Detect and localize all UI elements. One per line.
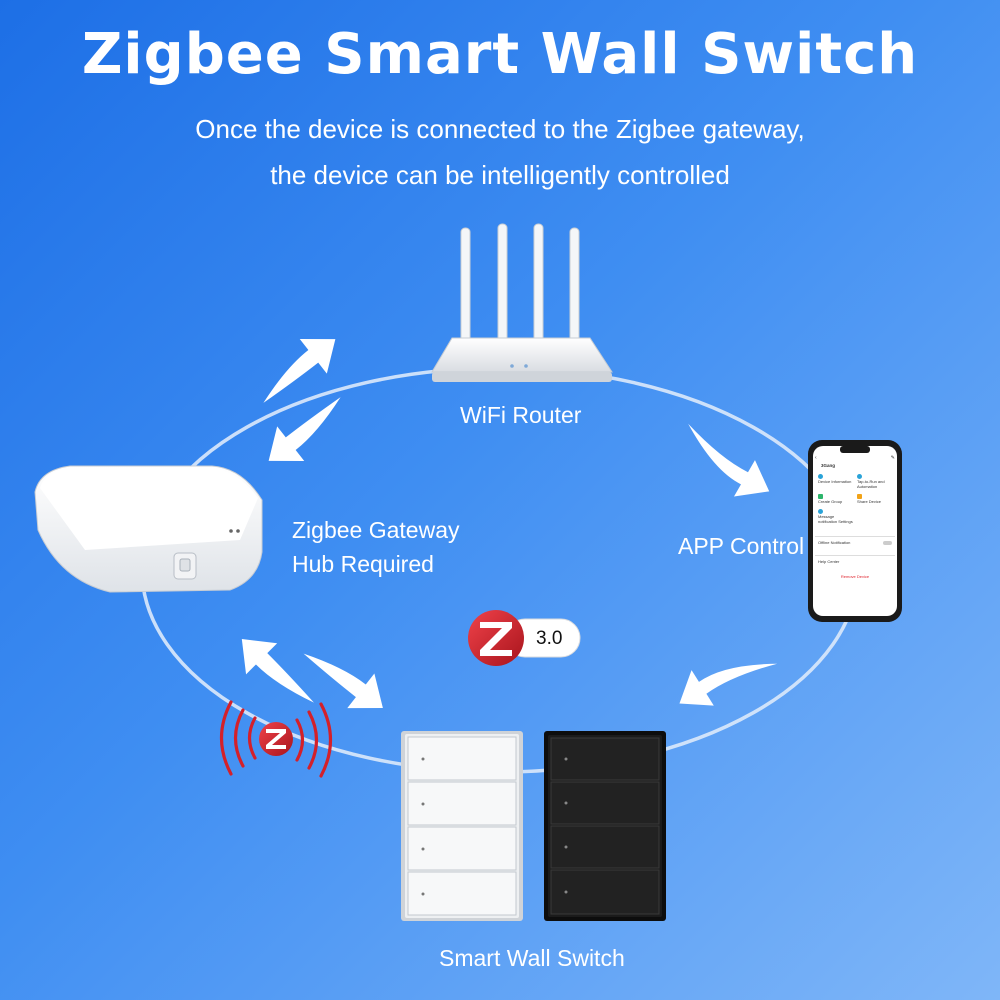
zigbee-version-label: 3.0 (536, 628, 563, 649)
gateway-label-line-2: Hub Required (292, 551, 434, 577)
switch-label: Smart Wall Switch (439, 945, 625, 971)
group-icon (818, 494, 823, 499)
menu-item-create-group[interactable]: Create Group (818, 494, 853, 504)
zigbee-gateway-icon (34, 465, 263, 593)
share-icon (857, 494, 862, 499)
info-icon (818, 474, 823, 479)
black-wall-switch (544, 731, 666, 921)
offline-notification-row[interactable]: Offline Notification (815, 536, 895, 545)
menu-item-tap-to-run[interactable]: Tap-to-Run and Automation (857, 474, 892, 489)
arrow-icon (679, 663, 778, 706)
app-control-label: APP Control (678, 533, 805, 559)
edit-icon[interactable]: ✎ (890, 455, 895, 461)
zigbee-signal-icon (220, 700, 332, 778)
arrow-icon (688, 423, 770, 497)
message-icon (818, 509, 823, 514)
back-icon[interactable]: ‹ (815, 455, 817, 461)
device-name: 3Gang (821, 463, 836, 468)
smartphone-icon (808, 440, 902, 622)
menu-item-message-settings[interactable]: Message notification Settings (818, 509, 853, 524)
subtitle-line-2: the device can be intelligently controll… (270, 160, 730, 190)
automation-icon (857, 474, 862, 479)
remove-device-button[interactable]: Remove Device (840, 574, 870, 579)
toggle-switch[interactable] (883, 540, 892, 545)
phone-screen: ‹ ✎ 3Gang Device Information Tap-to-Run … (815, 456, 895, 614)
menu-item-share-device[interactable]: Share Device (857, 494, 892, 504)
wifi-router-icon (431, 223, 613, 382)
page-title: Zigbee Smart Wall Switch (81, 22, 919, 87)
help-center-row[interactable]: Help Center (815, 555, 895, 564)
zigbee-3-badge (468, 610, 581, 666)
white-wall-switch (401, 731, 523, 921)
gateway-label-line-1: Zigbee Gateway (292, 517, 460, 543)
arrow-icon (303, 653, 383, 709)
arrow-icon (263, 339, 336, 403)
arrow-icon (241, 638, 314, 703)
router-label: WiFi Router (460, 402, 582, 428)
arrow-icon (268, 397, 341, 461)
menu-item-device-info[interactable]: Device Information (818, 474, 853, 489)
subtitle-line-1: Once the device is connected to the Zigb… (195, 114, 805, 144)
